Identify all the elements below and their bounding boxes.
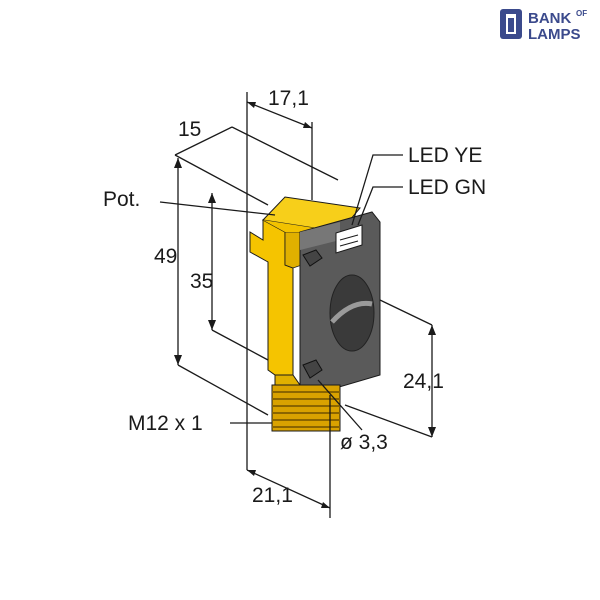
logo-line1: BANK [528,10,571,27]
dim-width-bottom: 21,1 [252,484,293,507]
dim-height-total: 49 [154,245,177,268]
label-led-ye: LED YE [408,144,482,167]
label-led-gn: LED GN [408,176,486,199]
dim-height-lower: 24,1 [403,370,444,393]
sensor-housing [249,196,381,403]
label-thread: M12 x 1 [128,412,203,435]
dimension-lines [159,92,436,518]
bank-of-lamps-logo: BANK OF LAMPS [500,9,587,43]
logo-line2: LAMPS [528,26,581,43]
logo-of: OF [576,9,587,18]
dim-depth: 15 [178,118,201,141]
m12-thread-connector [271,384,341,432]
dim-height-inner: 35 [190,270,213,293]
label-hole-diameter: ø 3,3 [340,431,388,454]
dim-width-top: 17,1 [268,87,309,110]
label-pot: Pot. [103,188,140,211]
